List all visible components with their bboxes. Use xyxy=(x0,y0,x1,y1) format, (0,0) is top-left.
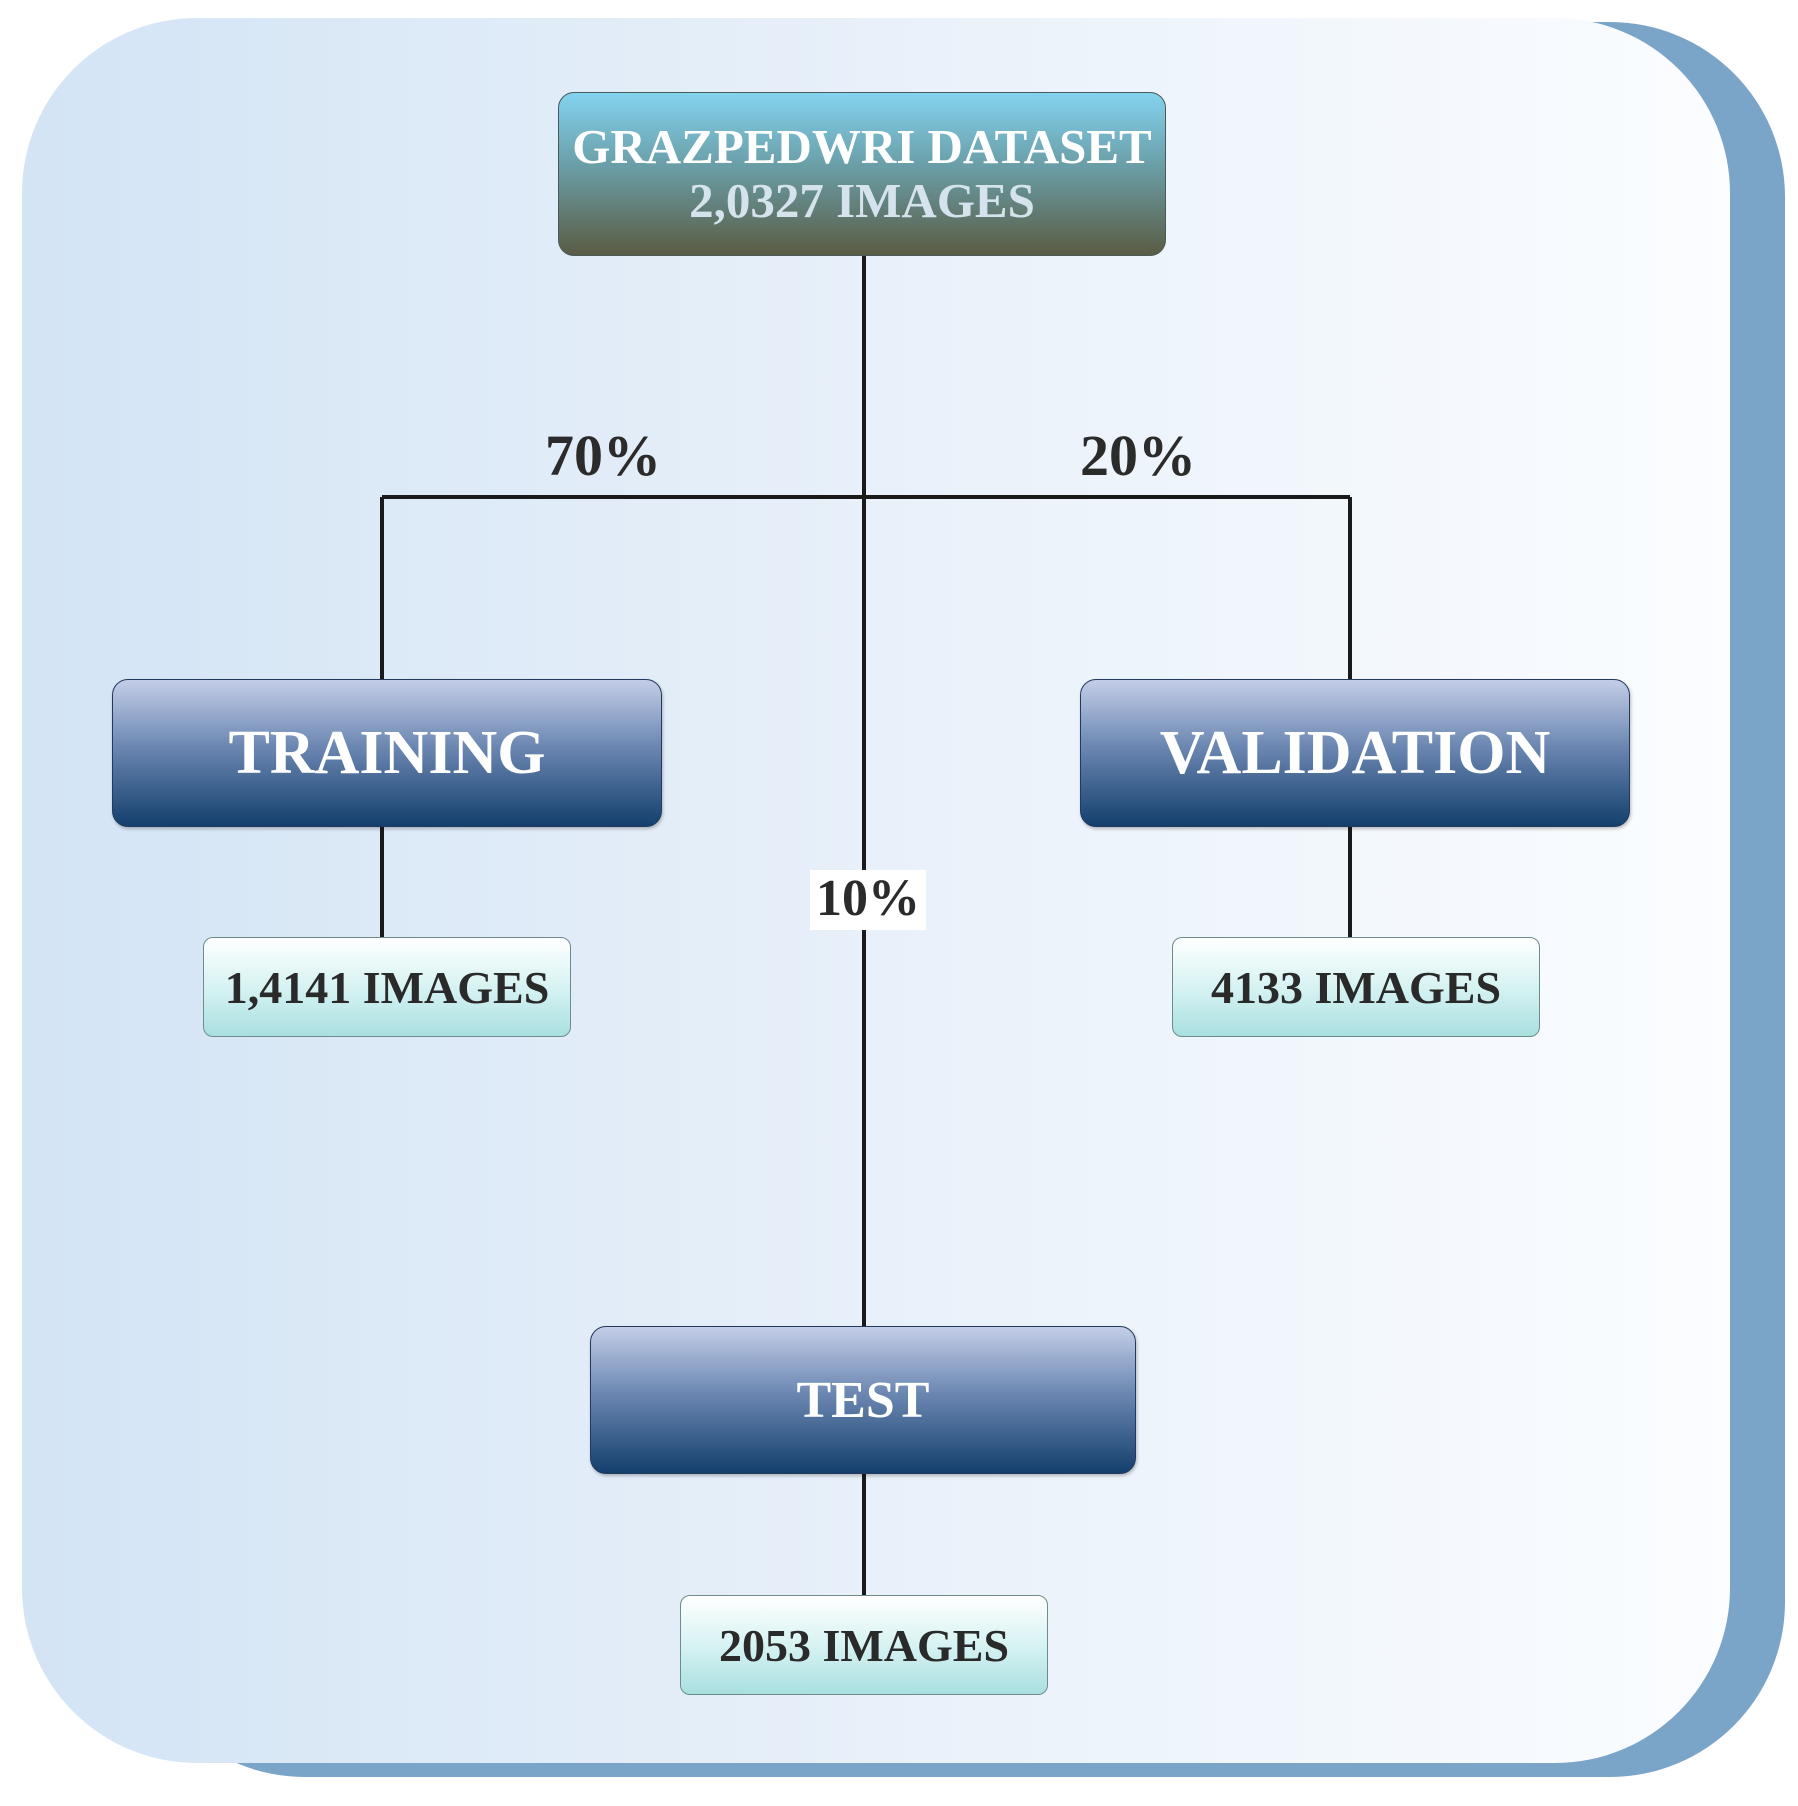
validation-box: VALIDATION xyxy=(1080,679,1630,827)
validation-count: 4133 IMAGES xyxy=(1210,961,1502,1013)
validation-label: VALIDATION xyxy=(1159,718,1551,787)
test-label: TEST xyxy=(796,1371,930,1429)
training-count: 1,4141 IMAGES xyxy=(224,961,550,1013)
training-box: TRAINING xyxy=(112,679,662,827)
test-percent: 10% xyxy=(810,870,926,930)
training-percent: 70% xyxy=(545,423,661,488)
dataset-count: 2,0327 IMAGES xyxy=(689,173,1035,228)
test-box: TEST xyxy=(590,1326,1136,1474)
test-count-box: 2053 IMAGES xyxy=(680,1595,1048,1695)
dataset-title: GRAZPEDWRI DATASET xyxy=(572,119,1152,174)
validation-percent: 20% xyxy=(1080,423,1196,488)
validation-count-box: 4133 IMAGES xyxy=(1172,937,1540,1037)
test-count: 2053 IMAGES xyxy=(718,1619,1010,1671)
dataset-root-box: GRAZPEDWRI DATASET 2,0327 IMAGES xyxy=(558,92,1166,256)
training-count-box: 1,4141 IMAGES xyxy=(203,937,571,1037)
training-label: TRAINING xyxy=(228,718,546,787)
